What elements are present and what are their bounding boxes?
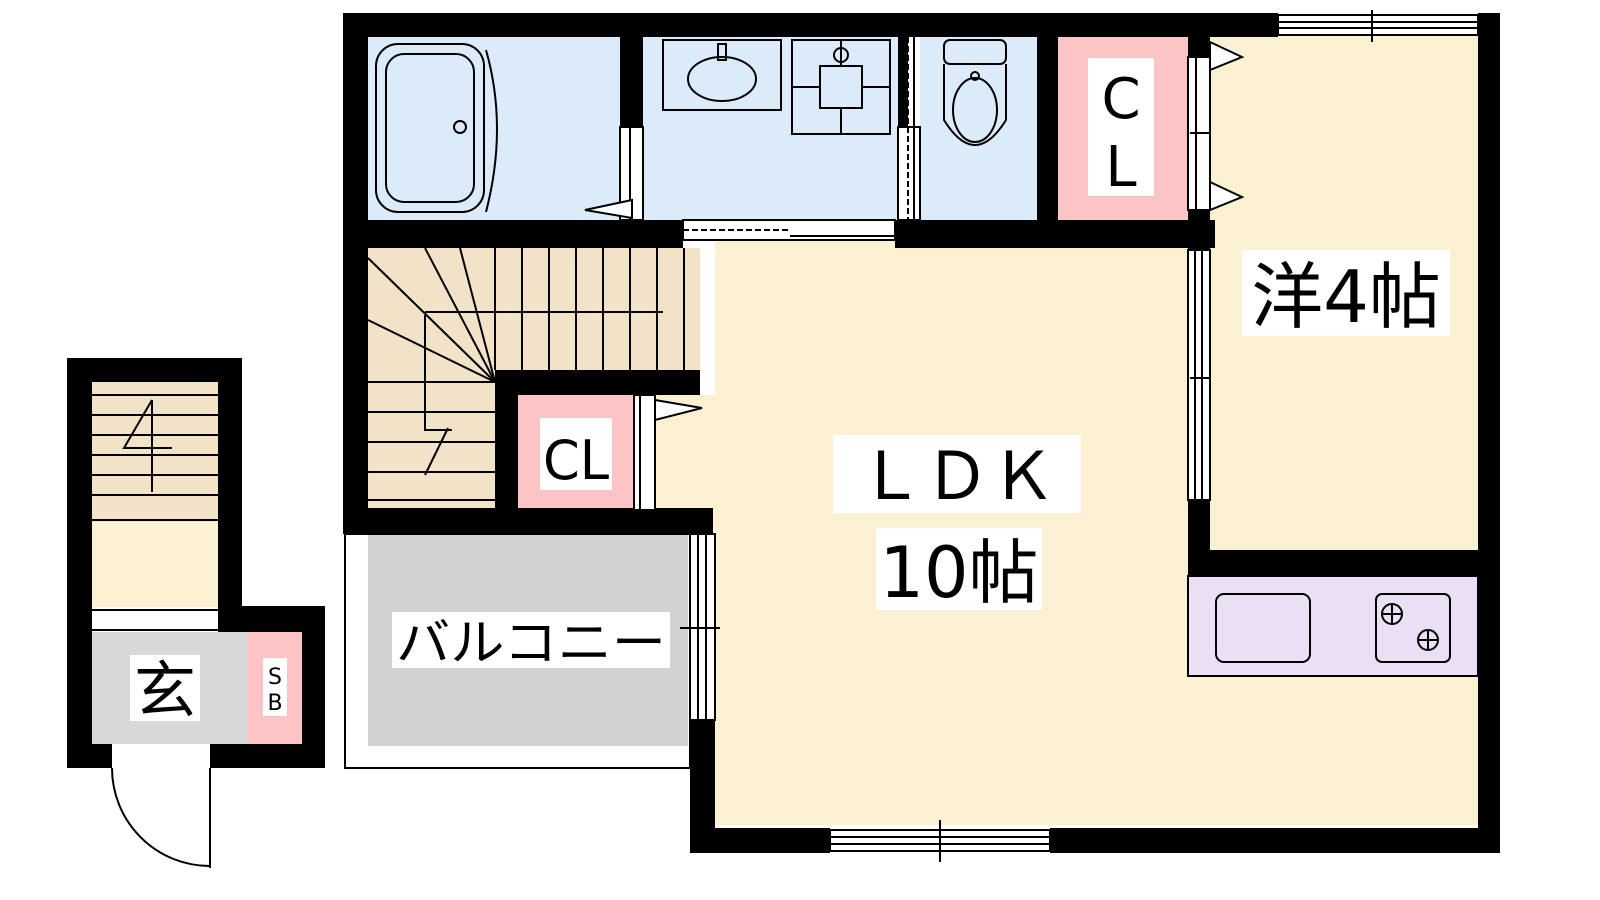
toilet-icon xyxy=(943,39,1007,146)
washroom-floor xyxy=(643,37,898,220)
shoe-box-label-b: B xyxy=(267,691,282,716)
ldk-size-label: 10帖 xyxy=(879,532,1038,614)
toilet-floor xyxy=(920,37,1037,220)
walls xyxy=(67,13,1500,853)
upper-closet-label-c: C xyxy=(1101,67,1140,132)
washbasin-icon xyxy=(662,39,782,111)
sink-icon xyxy=(1215,593,1311,663)
entrance-label: 玄 xyxy=(134,654,196,727)
window-icon xyxy=(680,533,720,721)
label-backgrounds xyxy=(130,58,1450,721)
entry-stairs-floor xyxy=(92,382,218,522)
door-arrows xyxy=(584,40,1245,422)
ldk-floor xyxy=(655,240,1480,825)
upper-closet-label-l: L xyxy=(1105,135,1136,200)
window-icon xyxy=(1187,249,1211,501)
entry-landing-floor xyxy=(92,522,218,607)
bathroom-floor xyxy=(368,37,620,220)
shoe-box-label-s: S xyxy=(268,665,282,690)
door-swing-icon xyxy=(111,767,211,868)
western-room-label: 洋4帖 xyxy=(1251,255,1441,339)
bathtub-icon xyxy=(375,43,498,213)
stove-icon xyxy=(1375,593,1451,663)
window-icon xyxy=(829,820,1051,862)
middle-closet-label: CL xyxy=(543,429,609,492)
stairs-icon xyxy=(92,247,685,521)
room-fills xyxy=(92,35,1480,825)
kitchen-counter xyxy=(1187,575,1479,677)
balcony-label: バルコニー xyxy=(396,614,666,672)
room-labels: ＬＤＫ 10帖 洋4帖 C L CL バルコニー 玄 S B xyxy=(134,67,1441,727)
ldk-label: ＬＤＫ xyxy=(858,438,1056,515)
washing-machine-pan-icon xyxy=(791,39,891,135)
window-icon xyxy=(1277,10,1479,42)
